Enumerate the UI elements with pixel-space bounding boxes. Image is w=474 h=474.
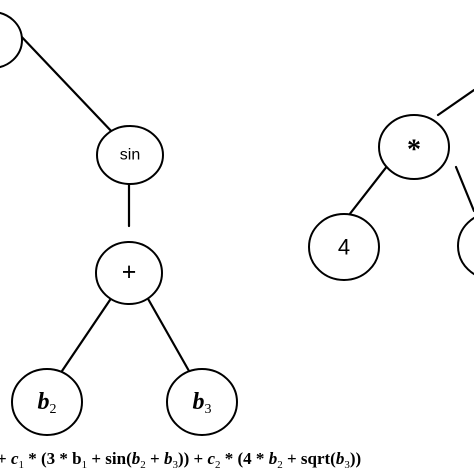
formula-part: b [132, 449, 141, 468]
leaf-4-label: 4 [338, 235, 350, 260]
leaf-b3-base: b [193, 389, 205, 415]
formula-part: b [269, 449, 278, 468]
formula-part: + sin( [87, 449, 132, 468]
formula-part: 1 [82, 459, 88, 471]
formula-part: c [11, 449, 19, 468]
edge-plus-b3 [145, 295, 191, 373]
formula-part: 1 [18, 459, 24, 471]
edge-plus-b2 [60, 295, 114, 373]
leaf-4-node: 4 [308, 213, 380, 281]
leaf-b3-sub: 3 [205, 402, 212, 417]
leaf-b2-base: b [38, 389, 50, 415]
edge-parent-mult [436, 88, 474, 117]
expression-formula: + c1 * (3 * b1 + sin(b2 + b3)) + c2 * (4… [0, 449, 361, 471]
root-node [0, 11, 23, 69]
mult-node: * [378, 114, 450, 180]
leaf-right-partial-node [457, 216, 474, 276]
mult-node-label: * [407, 135, 421, 166]
formula-part: b [164, 449, 173, 468]
formula-part: )) + [178, 449, 208, 468]
formula-part: * (3 * b [24, 449, 82, 468]
formula-part: + sqrt( [283, 449, 336, 468]
formula-part: b [336, 449, 345, 468]
sin-node: sin [96, 125, 164, 185]
tree-edges [16, 31, 474, 373]
formula-part: 2 [140, 459, 146, 471]
formula-part: * (4 * [221, 449, 269, 468]
edge-mult-right [454, 165, 474, 213]
sin-node-label: sin [120, 147, 140, 164]
formula-part: + [146, 449, 164, 468]
leaf-b3-node: b3 [166, 368, 238, 436]
formula-part: 2 [277, 459, 283, 471]
plus-node-label: + [122, 258, 137, 287]
leaf-b2-sub: 2 [50, 402, 57, 417]
formula-part: 2 [215, 459, 221, 471]
edge-mult-4 [347, 163, 390, 217]
formula-part: + [0, 449, 11, 468]
plus-node: + [95, 241, 163, 305]
edge-root-sin [16, 31, 116, 136]
leaf-b2-node: b2 [11, 368, 83, 436]
leaf-b3-label: b3 [193, 389, 212, 417]
formula-part: )) [350, 449, 361, 468]
formula-part: 3 [172, 459, 178, 471]
leaf-b2-label: b2 [38, 389, 57, 417]
formula-part: c [207, 449, 215, 468]
formula-part: 3 [344, 459, 350, 471]
